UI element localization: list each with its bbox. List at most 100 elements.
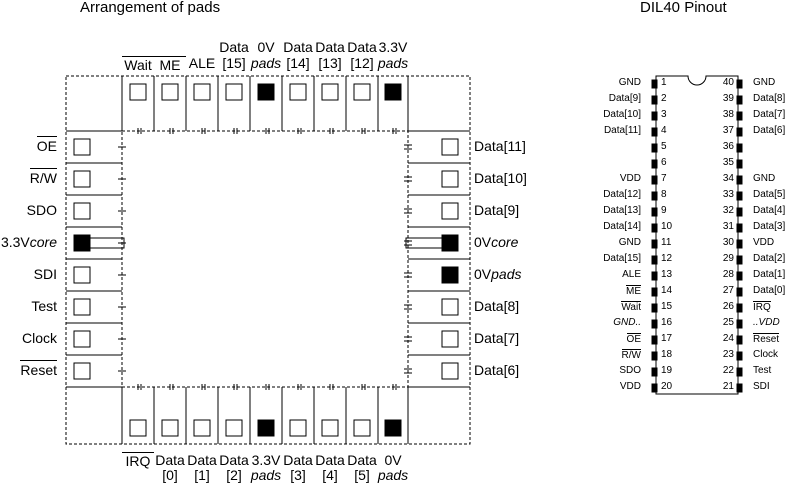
dil-pin-name-24: Reset: [753, 333, 780, 345]
left-pad-label-2: SDO: [27, 203, 57, 217]
bottom-pad-2: [193, 419, 211, 437]
bottom-pad-6: [321, 419, 339, 437]
bottom-pad-sublabel-3: [2]: [226, 467, 242, 483]
dil-pin-left-1: [651, 79, 658, 89]
dil-pin-left-14: [651, 287, 658, 297]
top-pad-2: [193, 83, 211, 101]
dil-pin-right-32: [736, 207, 743, 217]
right-pad-name-0: Data[11]: [474, 138, 526, 154]
dil-pin-number-30: 30: [722, 237, 734, 248]
dil-pin-name-39: Data[8]: [753, 93, 786, 104]
dil-pin-number-4: 4: [661, 125, 667, 136]
dil-pin-name-13: ALE: [622, 269, 641, 280]
dil-pin-number-40: 40: [722, 77, 734, 88]
dil-pin-name-31: Data[3]: [753, 221, 786, 232]
left-pad-6: [73, 330, 91, 348]
dil-pin-name-4: Data[11]: [603, 125, 641, 136]
dil-pin-number-7: 7: [661, 173, 667, 184]
dil-pin-name-9: Data[13]: [603, 205, 641, 216]
right-pad-0: [441, 138, 459, 156]
left-pad-7: [73, 362, 91, 380]
left-pad-name-2: SDO: [26, 202, 57, 218]
left-pad-name-1: R/W: [29, 168, 57, 186]
right-pad-suffix-4: pads: [491, 266, 522, 282]
dil-pin-number-11: 11: [661, 237, 672, 248]
top-pad-label-4: 0V: [257, 39, 275, 55]
dil-pin-name-38: Data[7]: [753, 109, 786, 120]
left-pad-2: [73, 202, 91, 220]
bottom-pad-sublabel-4: pads: [250, 467, 282, 483]
left-pad-name-0: OE: [36, 136, 57, 154]
dil-pin-number-34: 34: [722, 173, 734, 184]
right-pad-label-4: 0Vpads: [474, 267, 521, 281]
dil-pin-name-8: Data[12]: [603, 189, 641, 200]
dil-pin-right-25: [736, 319, 743, 329]
dil-pin-name-33: Data[5]: [753, 189, 786, 200]
right-pad-name-5: Data[8]: [474, 298, 520, 314]
left-pad-name-3: 3.3V: [0, 234, 30, 250]
dil-pin-number-12: 12: [661, 253, 673, 264]
bottom-pad-1: [161, 419, 179, 437]
dil-pin-left-7: [651, 175, 658, 185]
top-pad-0: [129, 83, 147, 101]
dil-pin-left-9: [651, 207, 658, 217]
left-pad-0: [73, 138, 91, 156]
dil-pin-name-2: Data[9]: [608, 93, 641, 104]
bottom-pad-label-2: Data: [187, 452, 217, 468]
top-pad-5: [289, 83, 307, 101]
left-pad-label-0: OE: [36, 136, 57, 154]
dil-pin-number-38: 38: [722, 109, 734, 120]
dil-pin-right-37: [736, 127, 743, 137]
dil-pin-right-30: [736, 239, 743, 249]
dil-pin-number-5: 5: [661, 141, 667, 152]
dil-pin-right-28: [736, 271, 743, 281]
dil-pin-left-12: [651, 255, 658, 265]
dil-pin-right-23: [736, 351, 743, 361]
top-pad-label-3: Data: [219, 39, 249, 55]
right-pad-7: [441, 362, 459, 380]
core-outline: [121, 130, 409, 388]
right-pad-name-2: Data[9]: [474, 202, 520, 218]
top-pad-3: [225, 83, 243, 101]
dil-pin-name-23: Clock: [753, 349, 779, 360]
dil-pin-number-19: 19: [661, 365, 673, 376]
right-pad-suffix-3: core: [491, 234, 519, 250]
dil-pin-name-20: VDD: [619, 381, 641, 392]
dil-pin-right-22: [736, 367, 743, 377]
left-pad-label-5: Test: [31, 299, 57, 313]
bottom-pad-sublabel-2: [1]: [194, 467, 210, 483]
top-pad-sublabel-7: [12]: [350, 55, 374, 71]
bottom-pad-label-3: Data: [219, 452, 249, 468]
right-pad-name-3: 0V: [474, 234, 492, 250]
die-outline: [65, 75, 471, 445]
dil-pin-left-4: [651, 127, 658, 137]
right-pad-6: [441, 330, 459, 348]
dil-pin-number-9: 9: [661, 205, 667, 216]
dil-pin-number-35: 35: [722, 157, 734, 168]
dil-pin-name-14: ME: [626, 285, 641, 297]
dil-pin-right-35: [736, 159, 743, 169]
dil-pin-right-34: [736, 175, 743, 185]
dil-pin-name-32: Data[4]: [753, 205, 786, 216]
dil-pin-number-22: 22: [722, 365, 734, 376]
dil-pin-right-21: [736, 383, 743, 393]
dil-pin-number-13: 13: [661, 269, 673, 280]
dil-pin-name-25: ..VDD: [753, 317, 780, 328]
dil-pin-number-29: 29: [722, 253, 734, 264]
dil40-pinout-title: DIL40 Pinout: [640, 0, 727, 16]
dil-pin-name-37: Data[6]: [753, 125, 786, 136]
bottom-pad-label-6: Data: [315, 452, 345, 468]
top-pad-label-7: Data: [347, 39, 377, 55]
bottom-pad-sublabel-5: [3]: [290, 467, 306, 483]
dil-pin-name-30: VDD: [753, 237, 775, 248]
dil-pin-number-33: 33: [722, 189, 734, 200]
dil-pin-name-26: IRQ: [753, 301, 771, 313]
bottom-pad-5: [289, 419, 307, 437]
dil-pin-left-8: [651, 191, 658, 201]
right-pad-label-7: Data[6]: [474, 363, 519, 377]
bottom-pad-sublabel-7: [5]: [354, 467, 370, 483]
left-pad-1: [73, 170, 91, 188]
right-pad-label-5: Data[8]: [474, 299, 519, 313]
dil-pin-number-28: 28: [722, 269, 734, 280]
